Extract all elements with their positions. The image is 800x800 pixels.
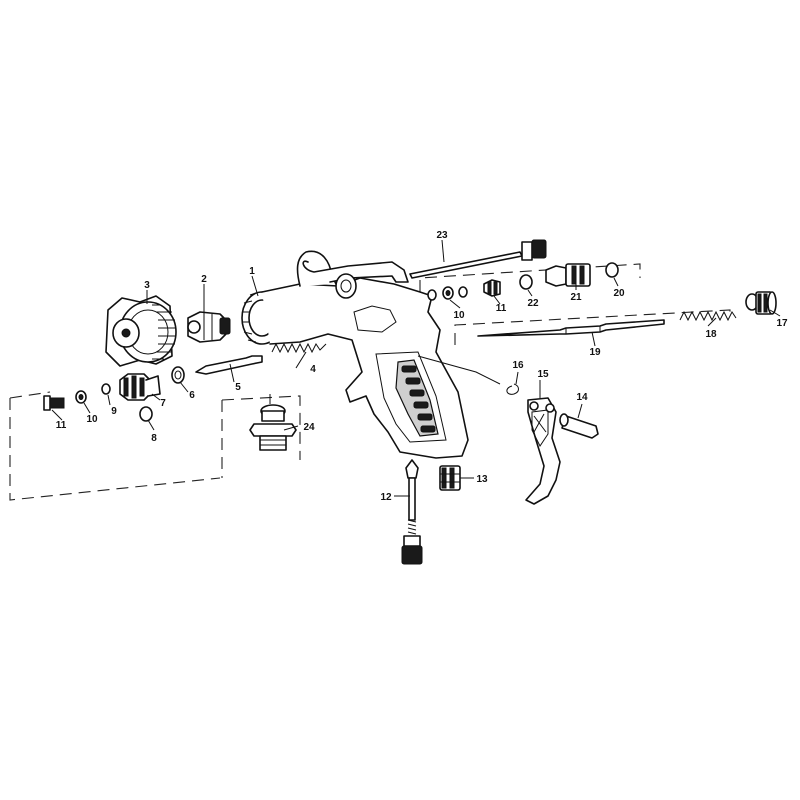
clip-part-16[interactable] [506,383,519,395]
callout-4: 4 [310,364,316,375]
callout-24: 24 [303,422,315,433]
callout-11-left: 11 [56,420,67,431]
callout-14: 14 [576,392,588,403]
nut-part-7[interactable] [119,373,161,401]
washer-part-6[interactable] [171,366,185,384]
screw-part-11-left[interactable] [43,395,65,411]
packing-part-21[interactable] [545,263,591,287]
callout-9: 9 [111,406,117,417]
fluid-nozzle-part-2[interactable] [187,311,231,343]
screw-part-11-right[interactable] [483,279,501,297]
spring-part-18[interactable] [679,310,737,322]
callout-13: 13 [476,474,488,485]
callout-5: 5 [235,382,241,393]
callout-1: 1 [249,266,255,277]
callout-16: 16 [512,360,524,371]
trigger-pin-part-14[interactable] [559,413,599,439]
callout-19: 19 [589,347,601,358]
air-inlet-part-13[interactable] [439,465,461,491]
callout-22: 22 [527,298,539,309]
oring-part-8[interactable] [139,406,153,422]
callout-17: 17 [776,318,788,329]
adjust-knob-part-17[interactable] [745,291,777,315]
callout-12: 12 [380,492,392,503]
callout-23: 23 [436,230,448,241]
callout-8: 8 [151,433,157,444]
group-outline-left-kit [9,391,301,501]
callout-10-right: 10 [453,310,465,321]
callout-15: 15 [537,369,549,380]
callout-2: 2 [201,274,207,285]
leader-lines [51,239,781,497]
fitting-part-24[interactable] [249,404,297,451]
air-cap-part-3[interactable] [105,295,177,367]
oring-part-22[interactable] [519,274,533,290]
callout-10-left: 10 [86,414,98,425]
washer-part-9[interactable] [101,383,111,395]
washer-part-10-left[interactable] [75,390,87,404]
group-outline-right-kit [419,263,731,345]
spring-part-4[interactable] [271,342,327,354]
callout-labels: 1 2 3 4 5 6 7 8 9 10 11 10 11 12 13 14 1… [56,230,788,503]
gun-body-main [261,250,469,459]
callout-18: 18 [705,329,717,340]
callout-7: 7 [160,398,166,409]
rod-part-23[interactable] [409,239,547,279]
oring-part-20[interactable] [605,262,619,278]
trigger-part-15[interactable] [525,397,561,505]
washer-set-part-10-right[interactable] [427,286,468,301]
needle-part-19[interactable] [477,319,665,337]
callout-20: 20 [613,288,625,299]
valve-stem-part-12[interactable] [401,459,423,565]
callout-11-right: 11 [496,303,507,314]
callout-6: 6 [189,390,195,401]
needle-part-5[interactable] [195,355,263,375]
callout-21: 21 [570,292,582,303]
callout-3: 3 [144,280,150,291]
